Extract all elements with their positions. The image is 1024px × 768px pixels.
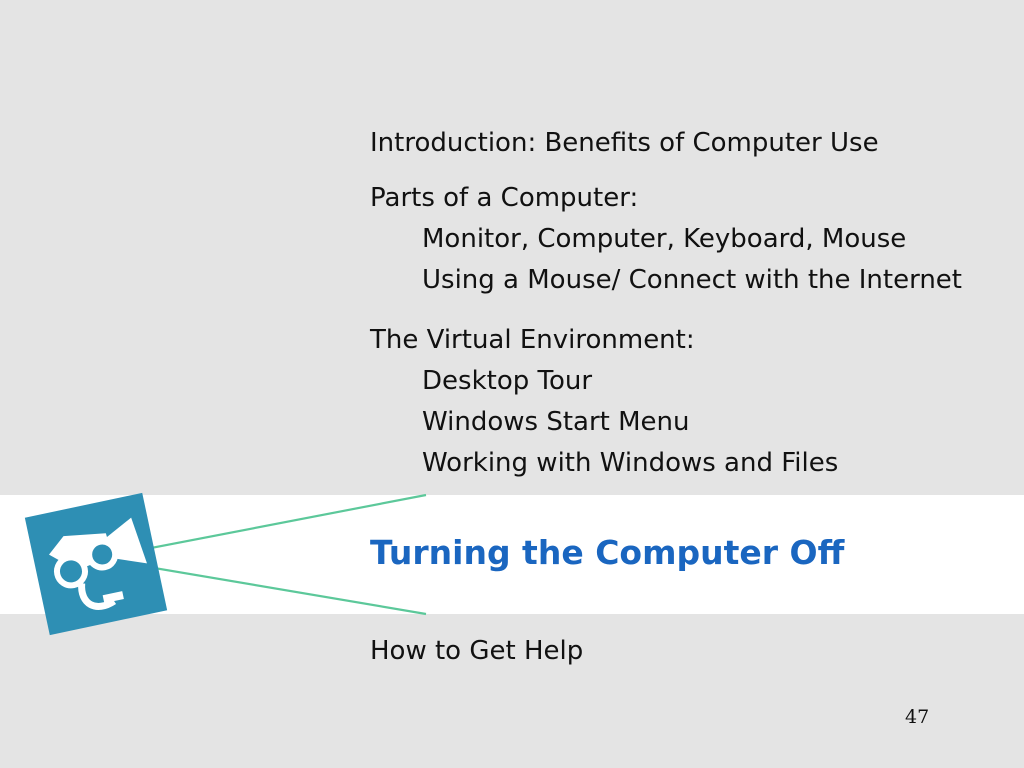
agenda-subitem-start-menu: Windows Start Menu	[422, 407, 690, 437]
agenda-subitem-windows-files: Working with Windows and Files	[422, 448, 839, 478]
agenda-subitem-monitor: Monitor, Computer, Keyboard, Mouse	[422, 224, 907, 254]
agenda-subitem-mouse: Using a Mouse/ Connect with the Internet	[422, 265, 962, 295]
current-topic-highlight-band	[0, 495, 1024, 614]
pointer-line-bottom	[124, 561, 427, 616]
agenda-item-introduction: Introduction: Benefits of Computer Use	[370, 128, 879, 158]
agenda-item-virtual-heading: The Virtual Environment:	[370, 325, 695, 355]
agenda-item-help: How to Get Help	[370, 636, 584, 666]
agenda-item-current-topic: Turning the Computer Off	[370, 533, 845, 572]
agenda-subitem-desktop-tour: Desktop Tour	[422, 366, 593, 396]
agenda-item-parts-heading: Parts of a Computer:	[370, 183, 639, 213]
pointer-line-top	[124, 493, 427, 555]
page-number: 47	[905, 706, 930, 728]
